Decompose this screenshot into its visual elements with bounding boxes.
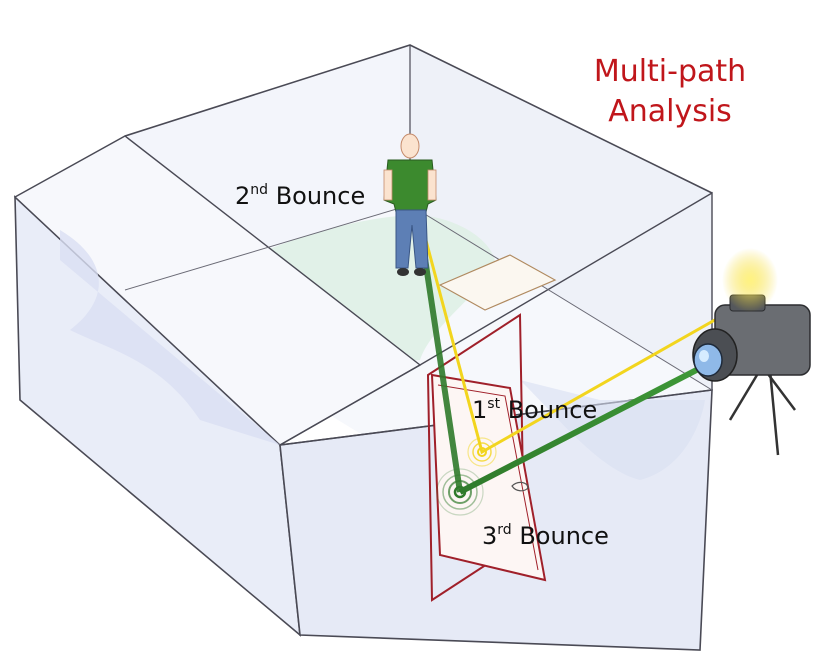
- bounce-1-rings: [467, 437, 497, 467]
- counter: [438, 254, 557, 311]
- bounce-2-suffix: nd: [250, 182, 269, 198]
- bounce-3-word: Bounce: [519, 522, 609, 550]
- bounce-1-number: 1: [472, 396, 488, 424]
- bounce-1-label: 1st Bounce: [472, 396, 597, 424]
- title-line-2: Analysis: [608, 94, 732, 129]
- title-line-1: Multi-path: [593, 54, 747, 89]
- bounce-3-number: 3: [482, 522, 498, 550]
- right-back-wall: [410, 45, 712, 390]
- bounce-3-suffix: rd: [497, 522, 512, 538]
- bounce-1-word: Bounce: [507, 396, 598, 424]
- door-handle: [511, 481, 529, 492]
- tripod-icon: [728, 369, 796, 456]
- yellow-path: [408, 179, 751, 455]
- bounce-1-suffix: st: [487, 396, 501, 412]
- bounce-2-word: Bounce: [275, 182, 366, 210]
- camera-icon: [692, 248, 811, 382]
- person-icon: [383, 133, 437, 276]
- bounce-3-rings: [436, 468, 484, 516]
- bounce-3-label: 3rd Bounce: [482, 522, 609, 550]
- bounce-2-number: 2: [235, 182, 251, 210]
- bounce-2-label: 2nd Bounce: [235, 182, 365, 210]
- wall-shading: [60, 230, 280, 445]
- diagram-title: Multi-path Analysis: [565, 52, 775, 132]
- door-edge: [437, 384, 539, 571]
- green-path-segment-2: [458, 359, 714, 495]
